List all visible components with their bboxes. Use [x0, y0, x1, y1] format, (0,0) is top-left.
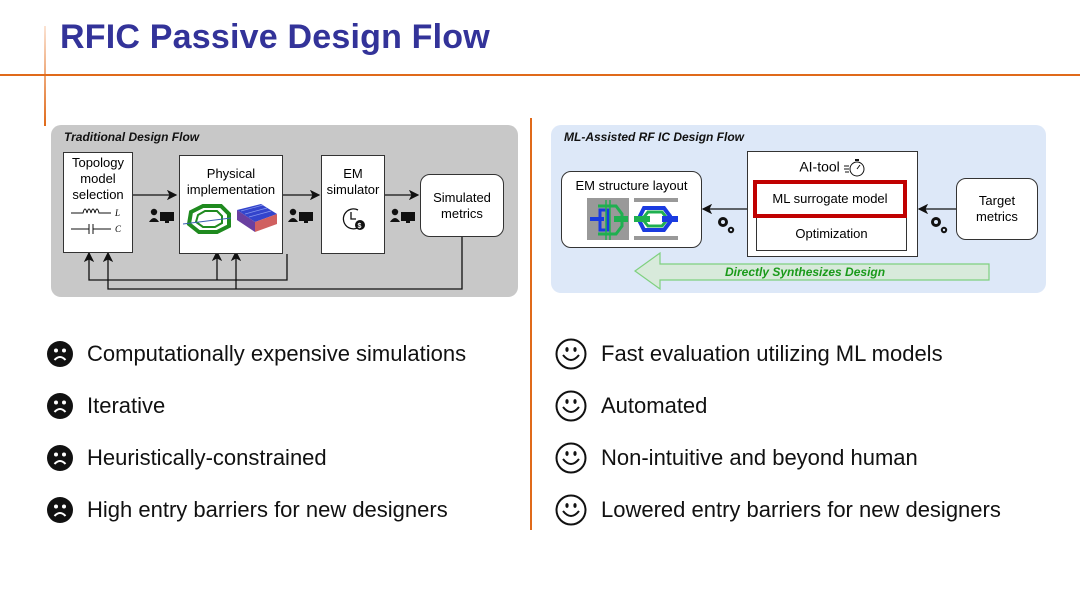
- cons-list: Computationally expensive simulations It…: [47, 337, 466, 527]
- synthesize-arrow: [633, 251, 990, 291]
- gears-icon: [718, 217, 735, 234]
- em-layout-label: EM structure layout: [575, 178, 688, 193]
- ml-flow-label: ML-Assisted RF IC Design Flow: [564, 130, 745, 144]
- column-divider: [530, 118, 532, 530]
- svg-text:L: L: [114, 208, 120, 218]
- sim-metrics-line-1: Simulated: [433, 189, 491, 205]
- cons-item: Iterative: [47, 389, 466, 423]
- ai-tool-header: AI-tool: [748, 158, 917, 178]
- cons-text: High entry barriers for new designers: [87, 497, 448, 522]
- sad-face-icon: [47, 393, 73, 419]
- feedback-metrics-to-topology: [102, 237, 463, 290]
- sim-metrics-line-2: metrics: [441, 205, 483, 221]
- pros-list: Fast evaluation utilizing ML models Auto…: [555, 337, 1001, 527]
- pros-text: Automated: [601, 393, 708, 418]
- user-computer-icon: [288, 208, 313, 223]
- ai-tool-label: AI-tool: [799, 158, 840, 175]
- target-line-2: metrics: [976, 209, 1018, 224]
- target-line-1: Target: [978, 193, 1016, 208]
- simulated-metrics-box: Simulated metrics: [420, 174, 504, 237]
- optimization-box: Optimization: [756, 214, 907, 251]
- em-line-2: simulator: [326, 182, 380, 197]
- physical-line-2: implementation: [186, 182, 276, 197]
- feedback-em-to-topology: [83, 251, 288, 281]
- svg-text:C: C: [115, 224, 122, 234]
- pros-item: Non-intuitive and beyond human: [555, 441, 1001, 475]
- pros-text: Non-intuitive and beyond human: [601, 445, 918, 470]
- pros-item: Fast evaluation utilizing ML models: [555, 337, 1001, 371]
- sad-face-icon: [47, 497, 73, 523]
- pros-item: Automated: [555, 389, 1001, 423]
- layout-images: [182, 204, 277, 234]
- layout-structure-2-icon: [633, 198, 678, 240]
- smiley-face-icon: [555, 442, 587, 474]
- layout-structure-1-icon: [586, 198, 629, 240]
- ml-surrogate-model-box: ML surrogate model: [753, 180, 907, 218]
- physical-implementation-box: Physical implementation: [179, 155, 283, 254]
- cons-item: Computationally expensive simulations: [47, 337, 466, 371]
- traditional-flow-connectors: [83, 189, 463, 290]
- em-simulator-box: EM simulator $: [321, 155, 385, 254]
- pros-text: Lowered entry barriers for new designers: [601, 497, 1001, 522]
- smiley-face-icon: [555, 390, 587, 422]
- user-computer-icon: [149, 208, 174, 223]
- cons-item: High entry barriers for new designers: [47, 493, 466, 527]
- pros-text: Fast evaluation utilizing ML models: [601, 341, 943, 366]
- stopwatch-icon: [843, 159, 865, 177]
- decorative-vertical-rule: [44, 26, 46, 126]
- cons-item: Heuristically-constrained: [47, 441, 466, 475]
- physical-line-1: Physical: [206, 166, 256, 181]
- em-line-1: EM: [343, 166, 363, 181]
- slide-title: RFIC Passive Design Flow: [60, 18, 490, 56]
- smiley-face-icon: [555, 338, 587, 370]
- topology-line-1: Topology: [71, 155, 125, 170]
- topology-line-3: selection: [72, 187, 124, 202]
- topology-line-2: model: [80, 171, 116, 186]
- capacitor-layout-icon: [237, 204, 277, 232]
- em-structure-layout-box: EM structure layout: [561, 171, 702, 248]
- cons-text: Computationally expensive simulations: [87, 341, 467, 366]
- inductor-layout-icon: [182, 204, 232, 234]
- smiley-face-icon: [555, 494, 587, 526]
- traditional-flow-label: Traditional Design Flow: [64, 130, 200, 144]
- cons-text: Heuristically-constrained: [87, 445, 327, 470]
- lc-schematic-icon: L C: [71, 208, 122, 234]
- gears-icon: [931, 217, 948, 234]
- svg-text:$: $: [358, 223, 362, 230]
- clock-dollar-icon: $: [342, 208, 365, 230]
- ml-flow-graphics: [633, 203, 990, 291]
- user-computer-icon: [390, 208, 415, 223]
- sad-face-icon: [47, 341, 73, 367]
- cons-text: Iterative: [87, 393, 166, 418]
- synthesize-arrow-label: Directly Synthesizes Design: [725, 265, 886, 279]
- target-metrics-box: Target metrics: [956, 178, 1038, 240]
- em-layout-images: [586, 198, 678, 240]
- topology-model-selection-box: Topology model selection L C: [63, 152, 133, 253]
- sad-face-icon: [47, 445, 73, 471]
- title-underline: [0, 74, 1080, 76]
- pros-item: Lowered entry barriers for new designers: [555, 493, 1001, 527]
